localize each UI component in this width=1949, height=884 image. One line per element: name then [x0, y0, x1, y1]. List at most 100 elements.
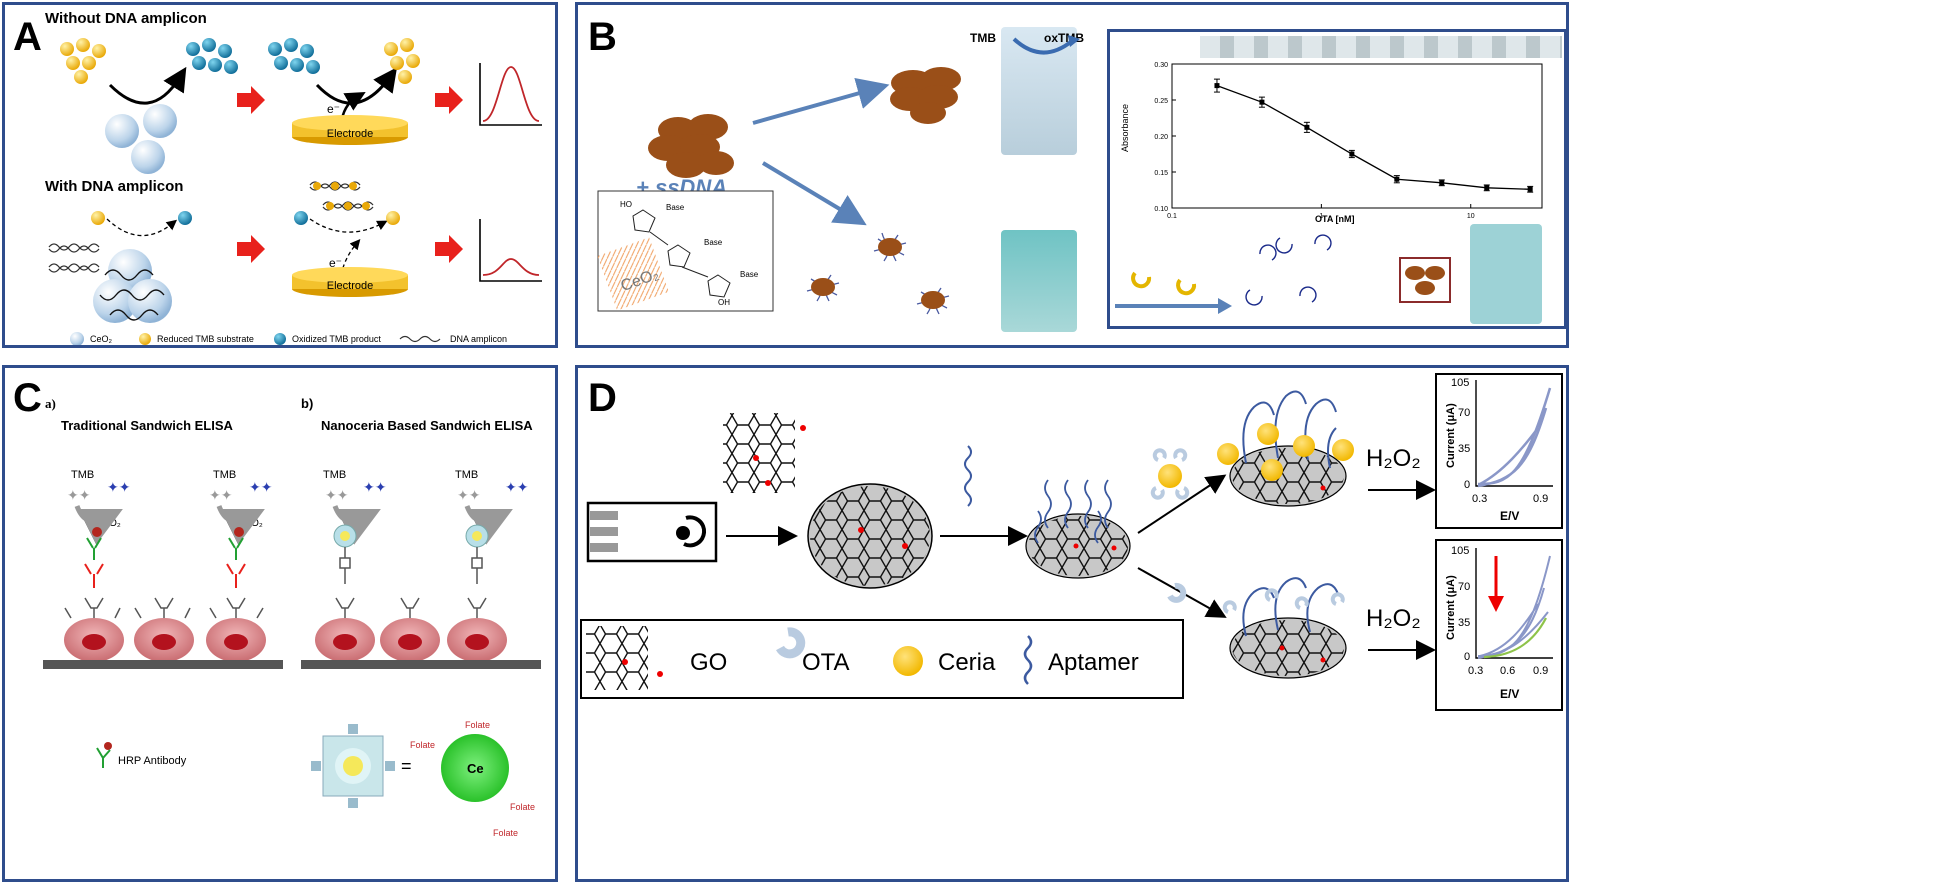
- panel-a-label: A: [13, 15, 42, 59]
- electrode-top: Electrode: [292, 115, 408, 145]
- data-point-4: [1394, 176, 1400, 182]
- capture-antibodies-a: [64, 597, 264, 619]
- data-point-6: [1484, 185, 1490, 191]
- cv-top-x0: 0.3: [1472, 493, 1487, 505]
- svg-text:✦✦: ✦✦: [249, 479, 273, 495]
- cv-top-x1: 0.9: [1533, 493, 1548, 505]
- folate-1: Folate: [465, 720, 490, 730]
- cv-plot-top: 105 70 35 0 0.3 0.9 E/V Current (μA): [1435, 373, 1563, 529]
- base-label-1: Base: [666, 203, 685, 212]
- hrp-antibody-stack-2: [226, 527, 246, 588]
- screen-printed-electrode: [586, 501, 718, 563]
- aggregated-nanoparticles: [890, 67, 961, 124]
- probe-detail: [311, 724, 395, 808]
- nanoceria-probes: [333, 524, 489, 584]
- electron-label-2: e⁻: [329, 256, 342, 270]
- red-arrow-2: [435, 86, 463, 114]
- ho-label: HO: [620, 200, 632, 209]
- svg-text:✦✦: ✦✦: [457, 487, 481, 503]
- svg-text:✦✦: ✦✦: [67, 487, 91, 503]
- svg-text:✦✦: ✦✦: [505, 479, 529, 495]
- folate-labels: Folate Folate Folate Folate: [410, 720, 535, 838]
- title-traditional: Traditional Sandwich ELISA: [61, 418, 234, 433]
- ce-label: Ce: [467, 761, 484, 776]
- cv-bottom-xlabel: E/V: [1500, 687, 1519, 701]
- oh-label: OH: [718, 298, 730, 307]
- folate-4: Folate: [493, 828, 518, 838]
- panel-b: B + ssDNA CeO₂ HO Base Base Base OH: [575, 2, 1569, 348]
- tmb-b1: TMB: [323, 469, 346, 481]
- ceria-bound-electrode: [1217, 390, 1354, 507]
- y-tick-label-3: 0.25: [1154, 98, 1168, 105]
- panel-d-diagram: H₂O₂ H₂O₂ GO OTA Ceria Aptamer: [580, 373, 1563, 711]
- red-arrow-3: [237, 235, 265, 263]
- tmb-a1: TMB: [71, 469, 94, 481]
- gray-curve-arrows: [74, 505, 513, 545]
- cv-top-xlabel: E/V: [1500, 509, 1519, 523]
- legend-reduced-icon: [139, 333, 151, 345]
- legend-go: GO: [690, 649, 727, 676]
- ceo2-spheres: [105, 104, 177, 174]
- yellow-particle: [91, 211, 105, 225]
- panel-d-label: D: [588, 376, 617, 420]
- substrate-a: [43, 660, 283, 669]
- red-arrow-4: [435, 235, 463, 263]
- legend-aptamer: Aptamer: [1048, 649, 1139, 676]
- reduced-tmb-cluster: [60, 38, 106, 84]
- chart-xlabel: OTA [nM]: [1315, 214, 1355, 224]
- yellow-particle-2: [386, 211, 400, 225]
- data-point-5: [1439, 180, 1445, 186]
- data-point-7: [1527, 186, 1533, 192]
- ceo2-nanoparticle-stack: [648, 114, 734, 178]
- cv-bottom-x2: 0.9: [1533, 665, 1548, 677]
- blue-arrow-down: [761, 161, 867, 226]
- legend-oxidized-icon: [274, 333, 286, 345]
- legend-reduced: Reduced TMB substrate: [157, 334, 254, 344]
- data-point-0: [1214, 83, 1220, 89]
- panel-c: C a) Traditional Sandwich ELISA b) Nanoc…: [2, 365, 558, 882]
- panel-c-diagram: a) Traditional Sandwich ELISA b) Nanocer…: [43, 396, 541, 838]
- conversion-arrow-1: [108, 66, 187, 105]
- cv-bottom-y2: 35: [1458, 617, 1470, 629]
- equals-sign: =: [401, 756, 412, 776]
- x-tick-label-2: 10: [1467, 213, 1475, 220]
- data-point-1: [1259, 99, 1265, 105]
- cv-plot-bottom: 105 70 35 0 0.3 0.6 0.9 E/V Current (μA): [1435, 539, 1563, 711]
- blue-particle: [178, 211, 192, 225]
- signal-plot-low: [479, 219, 542, 282]
- cv-bottom-y0: 105: [1451, 545, 1469, 557]
- free-ceria-ota: [1150, 448, 1190, 500]
- arrow-d-down: [1137, 567, 1227, 618]
- go-sheet-small: [723, 413, 806, 493]
- legend-box-d: GO OTA Ceria Aptamer: [580, 619, 1184, 699]
- y-tick-label-4: 0.30: [1154, 62, 1168, 69]
- electron-label: e⁻: [327, 102, 340, 116]
- panel-a-diagram: Without DNA amplicon e⁻ El: [45, 10, 542, 345]
- title-nanoceria: Nanoceria Based Sandwich ELISA: [321, 418, 533, 433]
- svg-text:✦✦: ✦✦: [107, 479, 131, 495]
- panel-a-title-top: Without DNA amplicon: [45, 10, 207, 27]
- tmb-molecule-icons: ✦✦ ✦✦ ✦✦ ✦✦: [67, 487, 481, 503]
- svg-text:✦✦: ✦✦: [325, 487, 349, 503]
- aptamer-electrode: [1025, 479, 1131, 579]
- aptamer-binding-row: [1115, 224, 1542, 324]
- legend-ceo2: CeO₂: [90, 334, 113, 344]
- ceria-green-core: [441, 734, 509, 802]
- cv-bottom-x0: 0.3: [1468, 665, 1483, 677]
- legend-ota-icon: [776, 627, 806, 659]
- base-label-2: Base: [704, 238, 723, 247]
- nanoceria-box: [1399, 257, 1451, 303]
- ota-bound-electrode: [1222, 577, 1347, 679]
- legend-oxidized: Oxidized TMB product: [292, 334, 381, 344]
- fit-curve: [1216, 84, 1531, 190]
- svg-text:✦✦: ✦✦: [209, 487, 233, 503]
- oxtmb-molecule-icons: ✦✦ ✦✦ ✦✦ ✦✦: [107, 479, 529, 495]
- cv-top-y0: 105: [1451, 377, 1469, 389]
- chart-ylabel: Absorbance: [1120, 103, 1130, 152]
- svg-text:✦✦: ✦✦: [363, 479, 387, 495]
- panel-b-diagram: + ssDNA CeO₂ HO Base Base Base OH: [597, 67, 961, 315]
- data-point-3: [1349, 151, 1355, 157]
- cells-a: [64, 618, 266, 662]
- x-tick-label-1: 1: [1319, 213, 1323, 220]
